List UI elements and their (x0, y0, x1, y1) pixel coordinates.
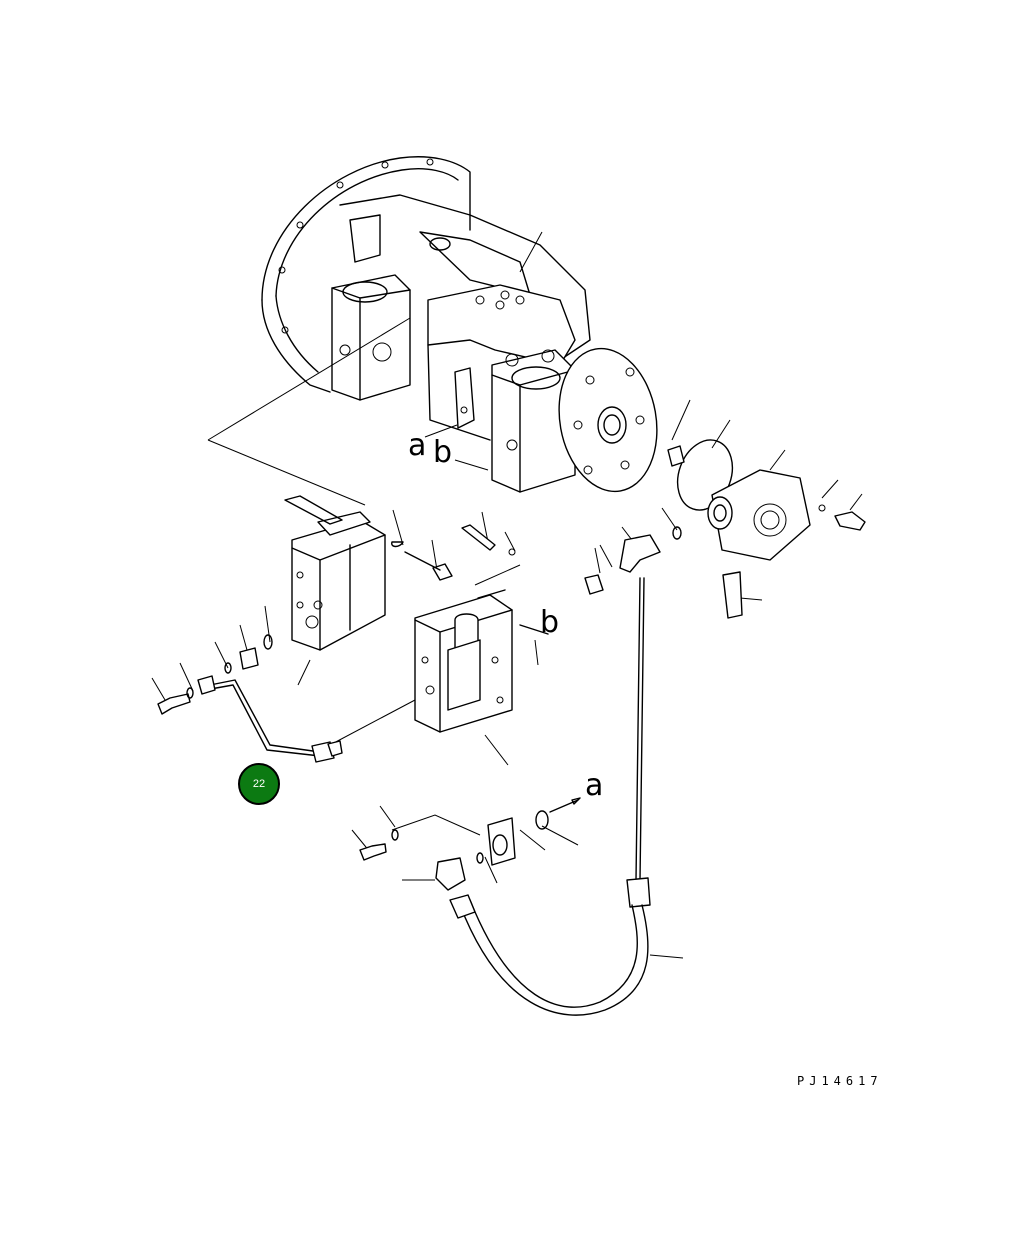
main-pump-assembly (261, 156, 658, 493)
fittings-left (157, 524, 516, 715)
letter-a-bottom: a (585, 768, 603, 803)
hose-and-fittings (359, 534, 661, 1016)
leader-lines (151, 231, 863, 959)
reference-letters: a b b a (408, 428, 603, 803)
letter-a-top: a (408, 428, 426, 463)
letter-b-middle: b (540, 605, 559, 640)
drawing-code: PJ14617 (797, 1074, 883, 1088)
left-valve-block (284, 495, 386, 651)
gear-pump-right (667, 439, 866, 619)
solenoid-valve-block (414, 589, 549, 733)
callout-22[interactable]: 22 (238, 763, 280, 805)
tube-22[interactable] (197, 675, 343, 763)
letter-b-top: b (433, 435, 452, 470)
